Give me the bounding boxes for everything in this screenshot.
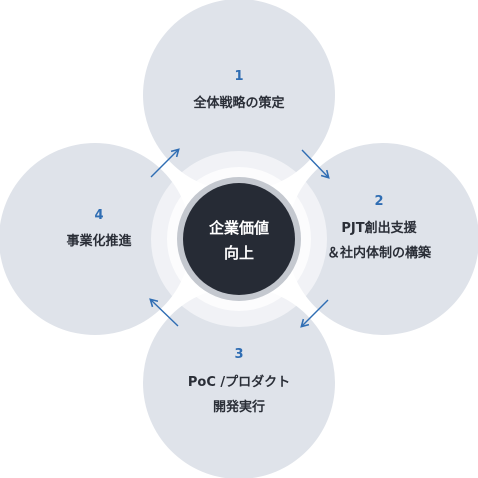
step-3-label-line1: PoC /プロダクト (188, 374, 290, 390)
center-circle (183, 183, 295, 295)
arrow-3-to-4 (149, 298, 179, 327)
step-3-label-line2: 開発実行 (213, 399, 265, 415)
petal-step-2 (287, 143, 478, 335)
petal-step-4 (0, 143, 191, 335)
step-3-number: 3 (234, 347, 243, 362)
step-2-number: 2 (374, 194, 383, 209)
petal-step-1 (143, 0, 335, 191)
center-label-line1: 企業価値 (208, 219, 269, 237)
step-1-label: 全体戦略の策定 (192, 95, 284, 111)
step-1-number: 1 (234, 69, 243, 84)
step-4-number: 4 (94, 208, 103, 223)
step-2-label-line1: PJT創出支援 (341, 220, 417, 236)
center-label-line2: 向上 (224, 244, 254, 262)
step-4-label: 事業化推進 (66, 233, 131, 249)
arrow-2-to-3 (300, 299, 329, 328)
petal-step-3 (143, 287, 335, 478)
step-2-label-line2: ＆社内体制の構築 (327, 245, 432, 261)
arrow-1-to-2 (301, 149, 330, 179)
arrow-4-to-1 (150, 148, 180, 178)
